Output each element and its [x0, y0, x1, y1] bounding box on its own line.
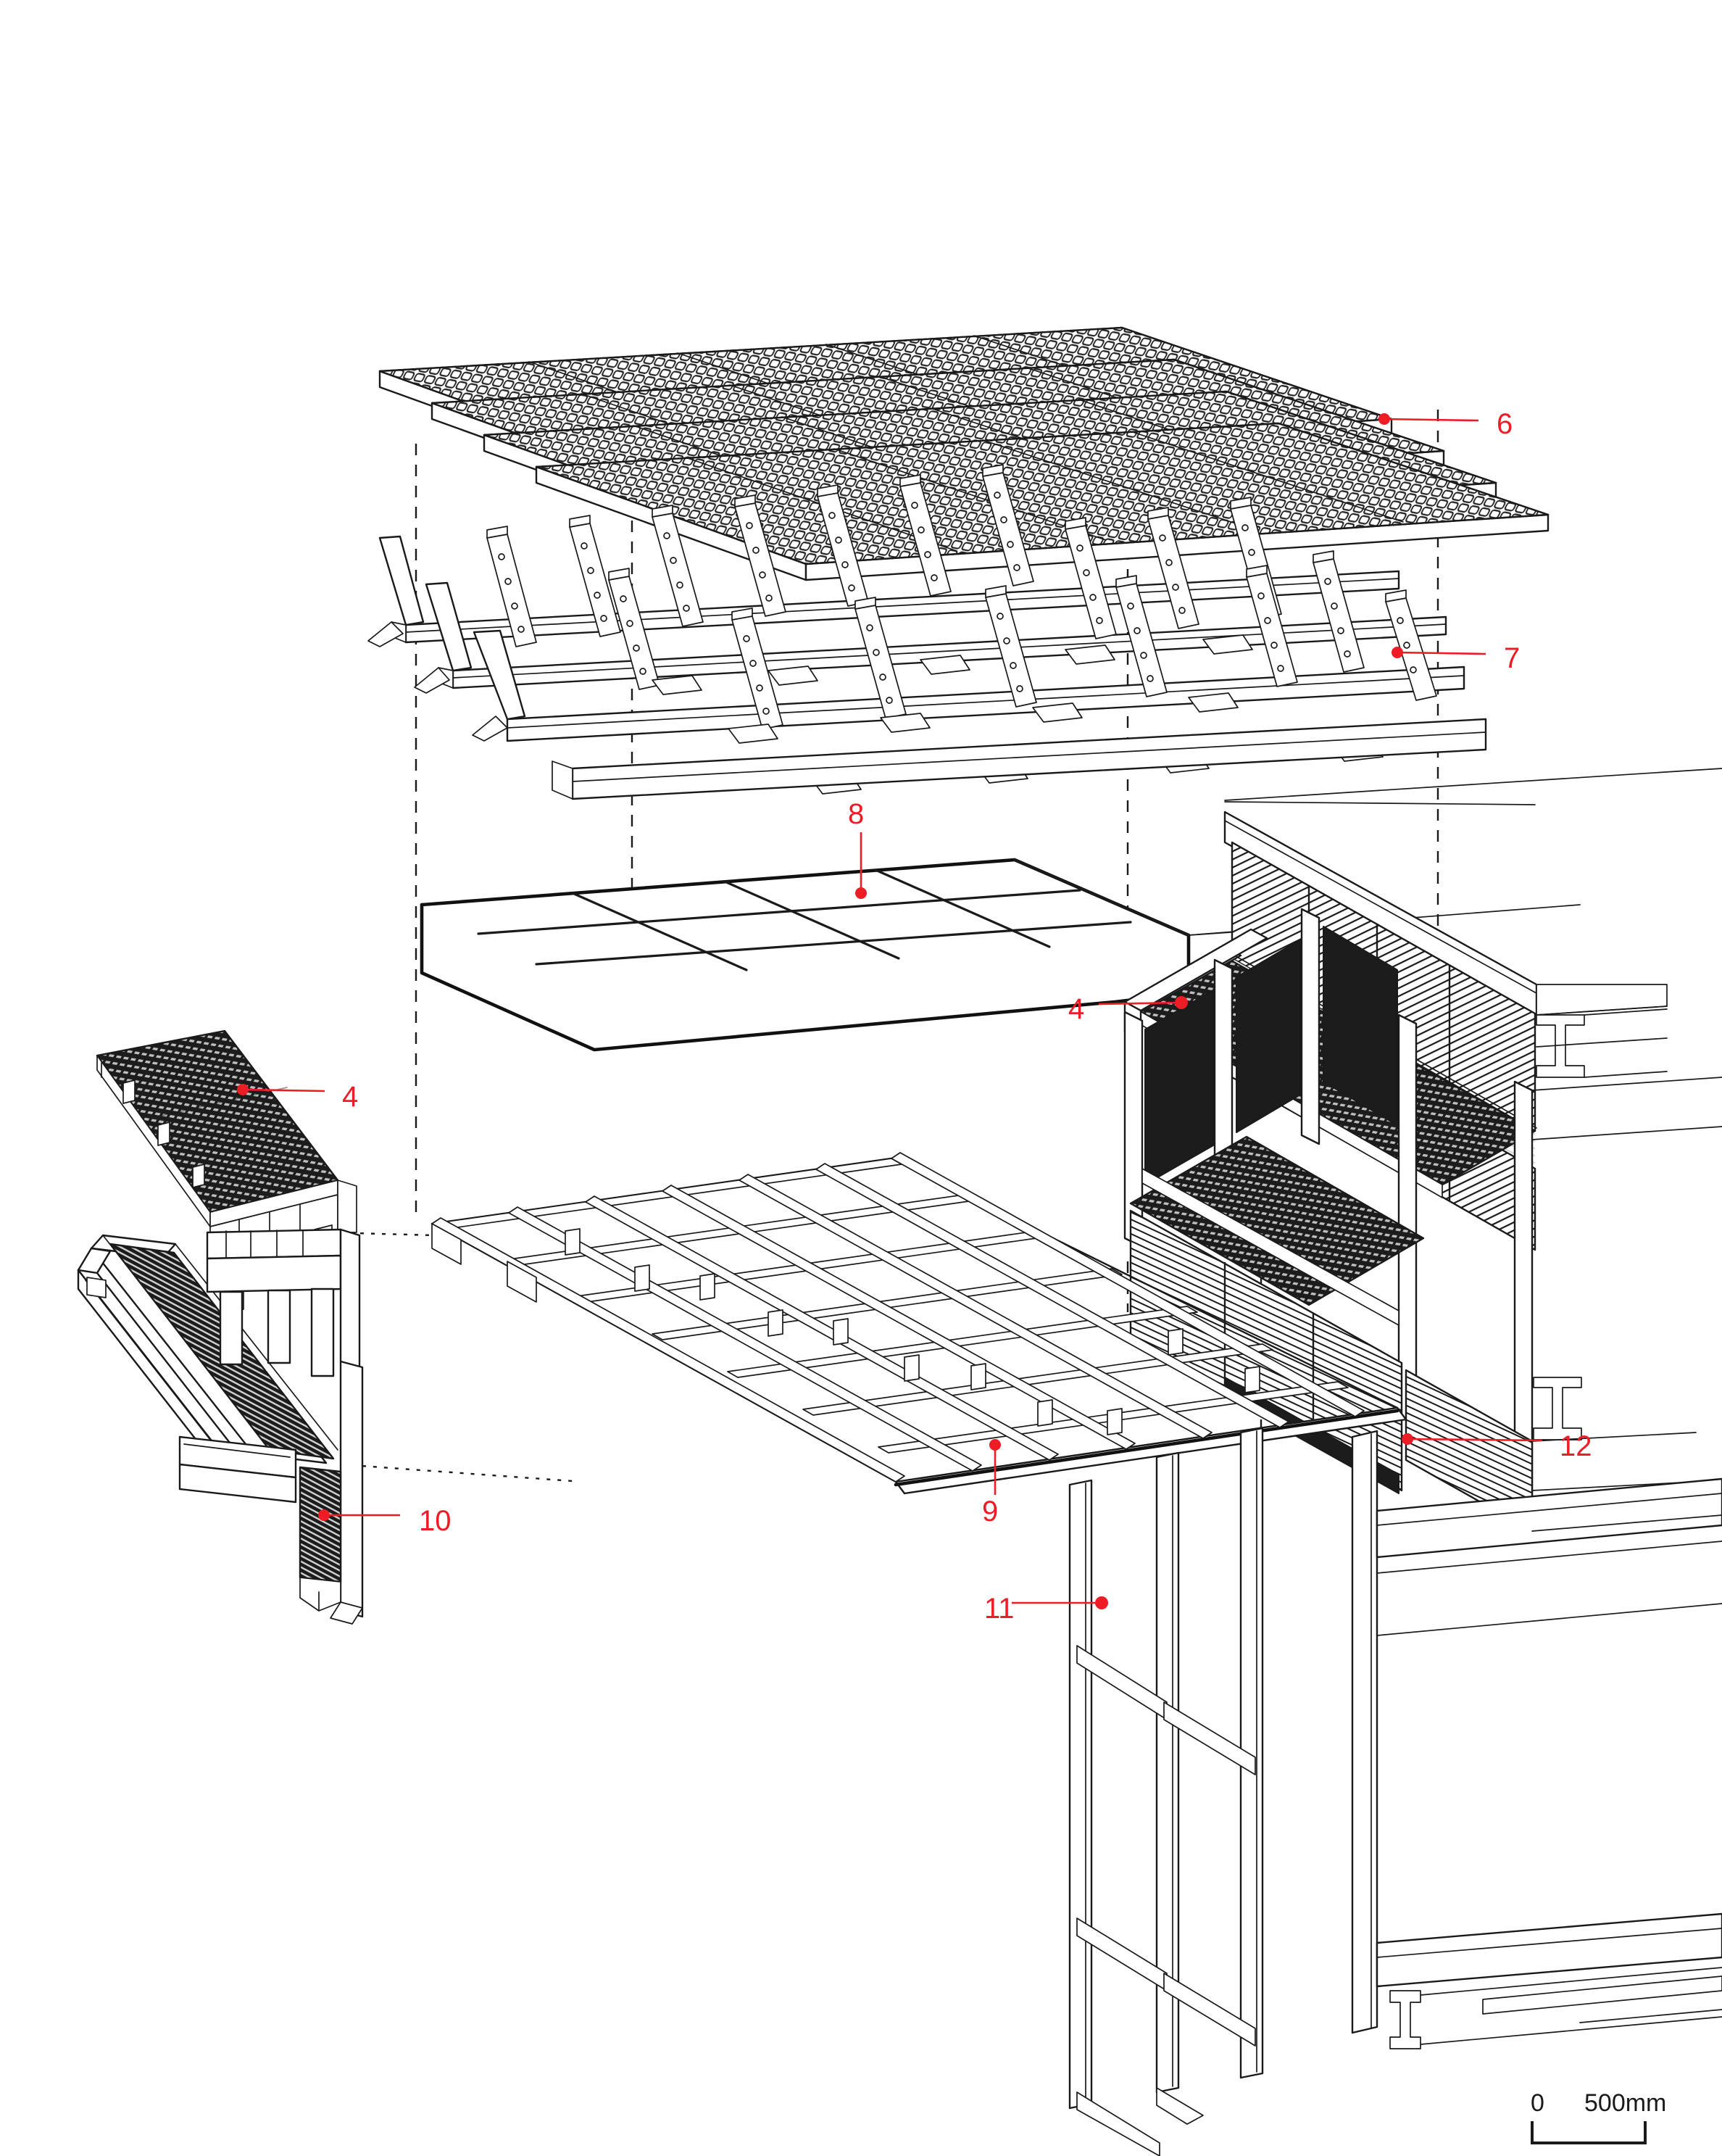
steel-i-beam-bracket-upper	[1536, 1008, 1668, 1078]
callout-6[interactable]: 6	[1378, 408, 1513, 440]
callout-group: 6 7 8 4 4 9 10	[237, 408, 1592, 1625]
background-building-edges	[1224, 768, 1722, 1532]
callout-11-label: 11	[984, 1593, 1015, 1625]
callout-7-dot	[1392, 647, 1403, 658]
callout-4-right-label: 4	[1068, 993, 1084, 1025]
callout-4-right-dot	[1175, 996, 1188, 1009]
callout-6-dot	[1378, 413, 1390, 425]
callout-4-left-label: 4	[342, 1081, 358, 1113]
callout-12[interactable]: 12	[1402, 1430, 1592, 1462]
pv-mounting-rail-assembly	[367, 464, 1487, 800]
callout-10[interactable]: 10	[318, 1505, 452, 1537]
rail-bottom-beam	[552, 718, 1487, 800]
joist-blocking	[565, 1228, 1260, 1435]
scale-bar-max-label: 500mm	[1584, 2089, 1666, 2117]
structural-steel-columns	[1068, 1427, 1722, 2156]
callout-7[interactable]: 7	[1392, 642, 1520, 674]
rail-end-kickers	[367, 535, 526, 742]
callout-12-label: 12	[1560, 1430, 1592, 1462]
transverse-joists	[431, 1152, 1365, 1483]
primary-floor-beam-grid	[430, 1152, 1407, 1495]
callout-10-dot	[318, 1509, 330, 1521]
steel-i-beam-bracket-lower	[1533, 1377, 1582, 1440]
callout-4-left[interactable]: 4	[237, 1081, 358, 1113]
balcony-parapet-assembly	[77, 1228, 364, 1625]
callout-6-label: 6	[1497, 408, 1513, 440]
scale-bar: 0 500mm	[1531, 2089, 1666, 2144]
lower-floor-plate	[1376, 1912, 1722, 2049]
callout-11-dot	[1095, 1596, 1108, 1609]
callout-8[interactable]: 8	[848, 798, 867, 899]
callout-8-dot	[855, 887, 867, 899]
callout-4-right[interactable]: 4	[1068, 993, 1188, 1025]
callout-4-left-dot	[237, 1084, 249, 1095]
callout-8-label: 8	[848, 798, 864, 830]
scale-bar-bracket	[1531, 2121, 1647, 2144]
callout-9[interactable]: 9	[982, 1439, 1001, 1527]
callout-12-dot	[1402, 1433, 1413, 1445]
callout-11[interactable]: 11	[984, 1593, 1108, 1625]
photovoltaic-panel-array	[378, 326, 1550, 581]
callout-9-dot	[989, 1439, 1001, 1451]
callout-10-label: 10	[419, 1505, 452, 1537]
scale-bar-zero-label: 0	[1531, 2089, 1544, 2117]
callout-9-label: 9	[982, 1496, 998, 1527]
callout-7-label: 7	[1504, 642, 1520, 674]
